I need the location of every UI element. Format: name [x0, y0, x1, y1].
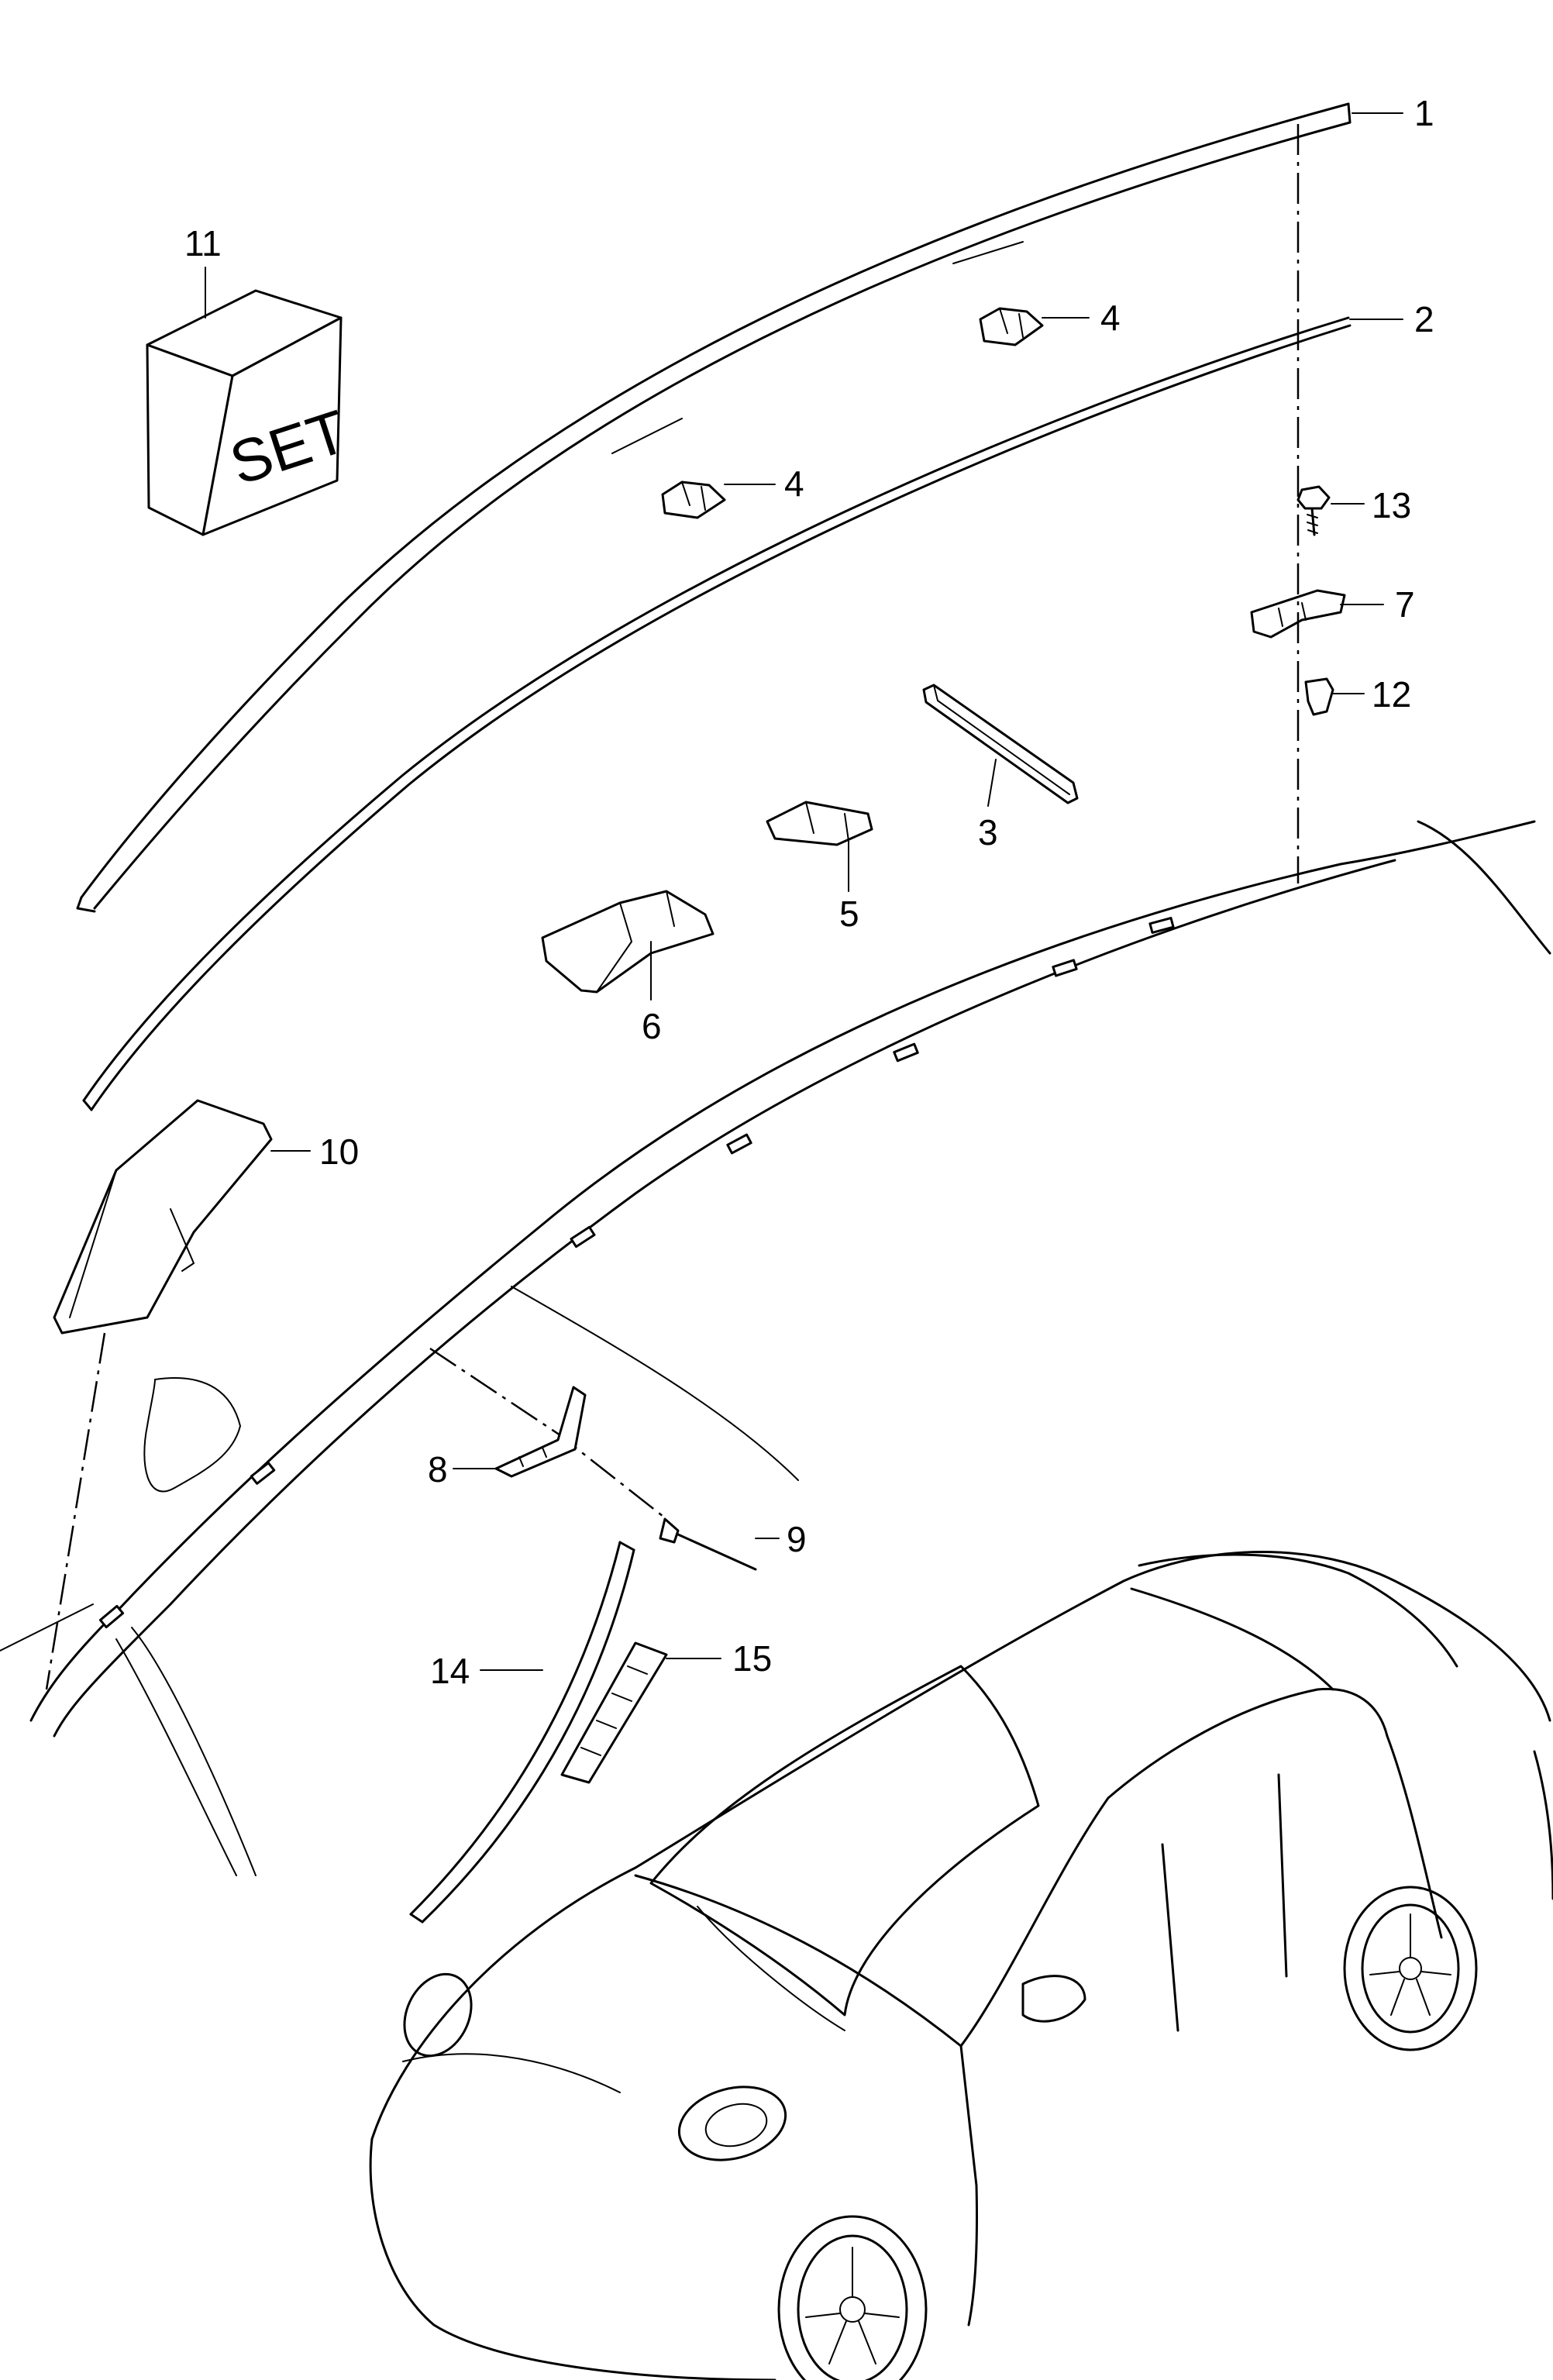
cover-10 — [53, 1099, 273, 1335]
roof-trim-strip-1 — [76, 102, 1352, 913]
nut-12 — [1304, 677, 1334, 716]
callout-9: 9 — [787, 1519, 807, 1559]
callout-12: 12 — [1372, 674, 1411, 715]
callout-1: 1 — [1414, 93, 1434, 133]
clip-strip-15 — [560, 1641, 668, 1784]
set-box-11: SET — [146, 289, 355, 536]
callout-13: 13 — [1372, 485, 1411, 525]
car-illustration — [369, 1551, 1553, 2380]
leader-lines — [205, 112, 1403, 1671]
callout-7: 7 — [1395, 584, 1415, 625]
callout-6: 6 — [642, 1006, 662, 1046]
callout-4b: 4 — [784, 463, 804, 504]
callout-11: 11 — [184, 223, 222, 263]
rivet-9 — [659, 1517, 757, 1571]
clip-4-lower — [661, 480, 726, 519]
roof-closeup — [0, 820, 1551, 1876]
callout-10: 10 — [319, 1131, 359, 1172]
callout-14: 14 — [430, 1651, 470, 1691]
cover-part-3 — [922, 684, 1079, 804]
clip-5 — [766, 801, 873, 846]
screw-13 — [1296, 485, 1331, 536]
callout-3: 3 — [978, 812, 998, 852]
callout-8: 8 — [428, 1449, 448, 1490]
callout-5: 5 — [839, 894, 859, 934]
assembly-line-center — [429, 1347, 667, 1520]
callout-labels: 1 2 3 4 4 5 6 7 8 9 10 11 12 13 14 15 — [184, 93, 1434, 1691]
bracket-8 — [494, 1386, 587, 1478]
roof-trim-strip-2 — [82, 316, 1352, 1111]
assembly-line-left — [45, 1332, 106, 1690]
strip-14 — [409, 1541, 635, 1924]
clip-4-upper — [979, 307, 1044, 346]
callout-15: 15 — [732, 1638, 772, 1679]
callout-4a: 4 — [1100, 298, 1121, 338]
bracket-6 — [541, 890, 715, 994]
callout-2: 2 — [1414, 299, 1434, 339]
